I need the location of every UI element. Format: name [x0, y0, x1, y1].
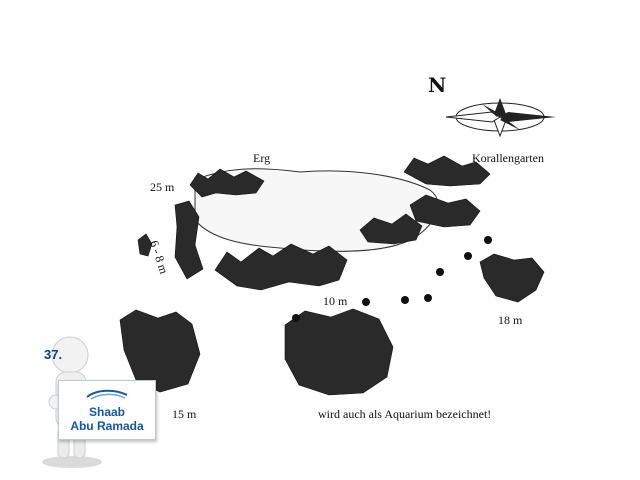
dive-center-logo: [86, 389, 128, 400]
north-letter: N: [428, 73, 446, 97]
route-dot: [362, 298, 370, 306]
label-erg: Erg: [253, 151, 270, 165]
dive-route: [292, 236, 492, 322]
site-name-line1: Shaab: [88, 405, 125, 419]
route-dot: [401, 296, 409, 304]
site-name-line2: Abu Ramada: [70, 419, 144, 433]
compass-rose-icon: N: [428, 73, 556, 138]
route-dot: [484, 236, 492, 244]
label-korallengarten: Korallengarten: [472, 151, 544, 165]
label-depth-18: 18 m: [498, 313, 523, 327]
route-dot: [464, 252, 472, 260]
route-dot: [424, 294, 432, 302]
label-depth-6-8: 6 - 8 m: [147, 239, 171, 277]
label-depth-15: 15 m: [172, 407, 197, 421]
label-depth-10: 10 m: [323, 294, 348, 308]
route-dot: [292, 314, 300, 322]
coral-formations: [119, 155, 545, 396]
site-number: 37.: [44, 347, 63, 362]
route-dot: [436, 268, 444, 276]
caption: wird auch als Aquarium bezeichnet!: [318, 407, 491, 421]
site-sign: Shaab Abu Ramada: [58, 380, 156, 440]
label-depth-25: 25 m: [150, 180, 175, 194]
